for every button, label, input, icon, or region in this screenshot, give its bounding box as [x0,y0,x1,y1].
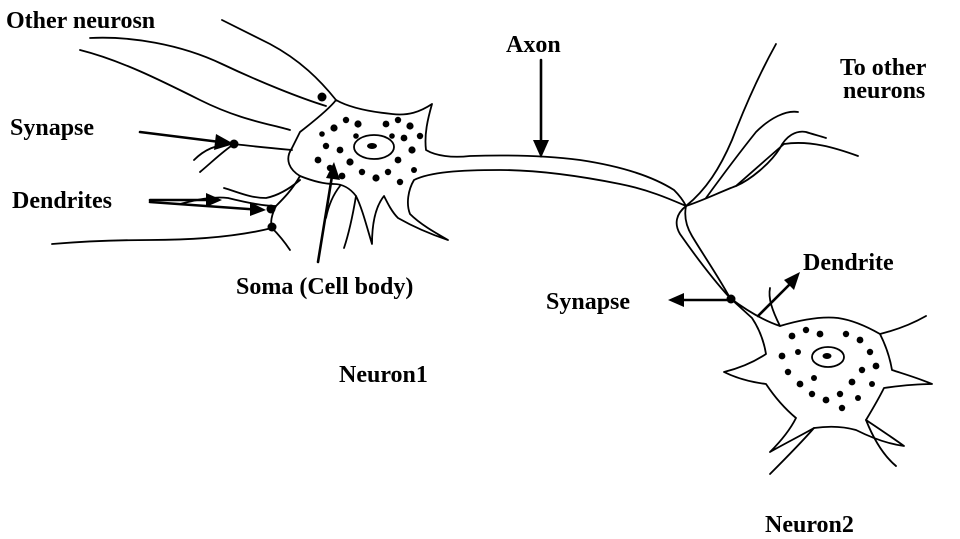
synapse-left-arrow [140,132,234,150]
neuron1-nucleolus [367,143,377,149]
neuron1-dendrites [52,20,356,250]
neuron2-granules [779,327,880,411]
dendrites-arrows [150,193,266,216]
label-axon: Axon [506,32,561,58]
label-other-neurons: Other neurosn [6,8,155,34]
label-synapse-left: Synapse [10,115,94,141]
axon-arrow [533,60,549,158]
neuron2-soma-outline [724,298,932,452]
label-synapse-right: Synapse [546,289,630,315]
neuron1-synapse-dot-lower [267,205,276,214]
label-neuron2: Neuron2 [765,512,854,538]
neuron1-drawing [52,20,686,250]
neuron1-synapse-dot-bottom [268,223,277,232]
neuron2-nucleolus [823,353,832,359]
neuron1-synapse-dot-top [318,93,327,102]
synapse-right-arrow [668,293,728,307]
label-dendrite: Dendrite [803,250,894,276]
soma-arrow [318,162,340,262]
neuron2-drawing [724,288,932,474]
label-soma: Soma (Cell body) [236,274,413,300]
label-dendrites: Dendrites [12,188,112,214]
label-to-other-line2: neurons [843,78,925,104]
labels: Other neurosn Axon To other neurons Syna… [6,8,927,538]
label-neuron1: Neuron1 [339,362,428,388]
dendrite-arrow [758,272,800,316]
